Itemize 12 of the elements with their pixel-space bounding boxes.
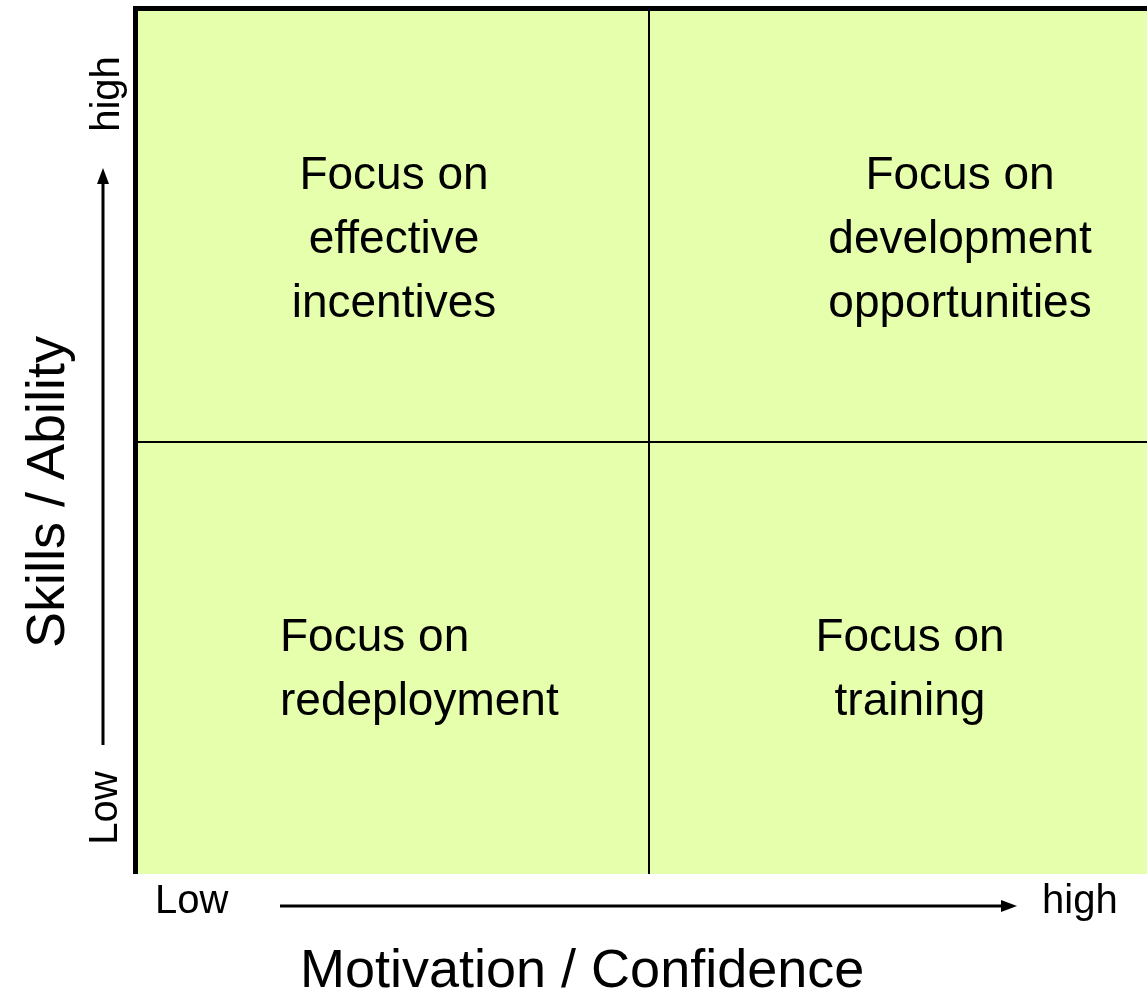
quadrant-text: Focus on effective incentives [290, 146, 498, 329]
quadrant-cell [138, 11, 650, 443]
axis-label: Low [155, 877, 229, 921]
axis-title: Motivation / Confidence [300, 938, 865, 997]
axis-label: high [1042, 877, 1118, 921]
quadrant-text: Focus on development opportunities [827, 146, 1093, 329]
axis-label: high [83, 56, 127, 132]
axis-title: Skills / Ability [15, 335, 75, 649]
quadrant-text: Focus on training [814, 608, 1006, 727]
axis-label: Low [81, 771, 125, 845]
quadrant-cell [138, 443, 650, 874]
quadrant-text: Focus on redeployment [280, 608, 560, 727]
